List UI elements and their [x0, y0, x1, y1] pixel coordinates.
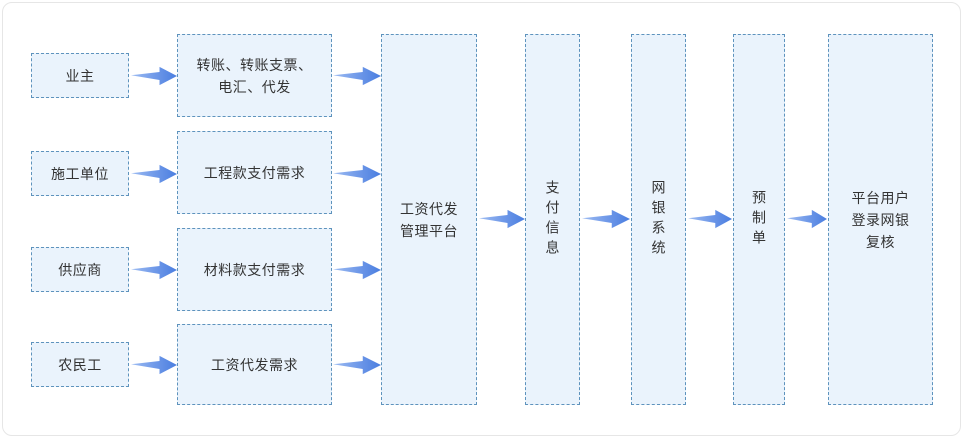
node-stage-ebank-system[interactable]: 网银系统: [631, 34, 686, 405]
node-actor-2-label: 施工单位: [51, 165, 109, 182]
node-actor-1[interactable]: 业主: [31, 53, 129, 98]
arrow-actor1-demand1: [131, 65, 177, 87]
node-stage-ebank-system-label: 网银系统: [650, 179, 667, 260]
node-stage-platform-label: 工资代发 管理平台: [400, 200, 458, 239]
node-stage-payment-info[interactable]: 支付信息: [525, 34, 580, 405]
node-stage-platform[interactable]: 工资代发 管理平台: [381, 34, 477, 405]
node-stage-payment-info-label: 支付信息: [544, 179, 561, 260]
arrow-platform-payment-info: [479, 208, 525, 230]
arrow-ebank-prefab: [688, 208, 732, 230]
node-actor-4-label: 农民工: [58, 356, 102, 373]
node-demand-2-label: 工程款支付需求: [203, 164, 306, 181]
node-actor-4[interactable]: 农民工: [31, 342, 129, 387]
node-demand-3[interactable]: 材料款支付需求: [177, 228, 332, 311]
node-stage-prefab-order-label: 预制单: [751, 189, 767, 250]
arrow-demand4-platform: [333, 354, 381, 376]
node-actor-3[interactable]: 供应商: [31, 247, 129, 292]
canvas-frame: [2, 2, 961, 436]
node-actor-1-label: 业主: [65, 67, 95, 84]
node-demand-1-label: 转账、转账支票、 电汇、代发: [196, 56, 313, 95]
arrow-actor3-demand3: [131, 259, 177, 281]
arrow-actor4-demand4: [131, 354, 177, 376]
node-demand-3-label: 材料款支付需求: [203, 261, 306, 278]
arrow-demand3-platform: [333, 259, 381, 281]
node-demand-4[interactable]: 工资代发需求: [177, 324, 332, 405]
arrow-demand1-platform: [333, 65, 381, 87]
node-stage-user-review[interactable]: 平台用户 登录网银 复核: [828, 34, 933, 405]
node-actor-2[interactable]: 施工单位: [31, 151, 129, 196]
node-stage-user-review-label: 平台用户 登录网银 复核: [851, 189, 910, 250]
node-stage-prefab-order[interactable]: 预制单: [733, 34, 785, 405]
node-demand-1[interactable]: 转账、转账支票、 电汇、代发: [177, 34, 332, 117]
arrow-actor2-demand2: [131, 163, 177, 185]
arrow-payment-info-ebank: [582, 208, 630, 230]
arrow-demand2-platform: [333, 163, 381, 185]
node-demand-2[interactable]: 工程款支付需求: [177, 131, 332, 214]
node-actor-3-label: 供应商: [58, 261, 102, 278]
node-demand-4-label: 工资代发需求: [211, 356, 298, 373]
arrow-prefab-review: [787, 208, 827, 230]
